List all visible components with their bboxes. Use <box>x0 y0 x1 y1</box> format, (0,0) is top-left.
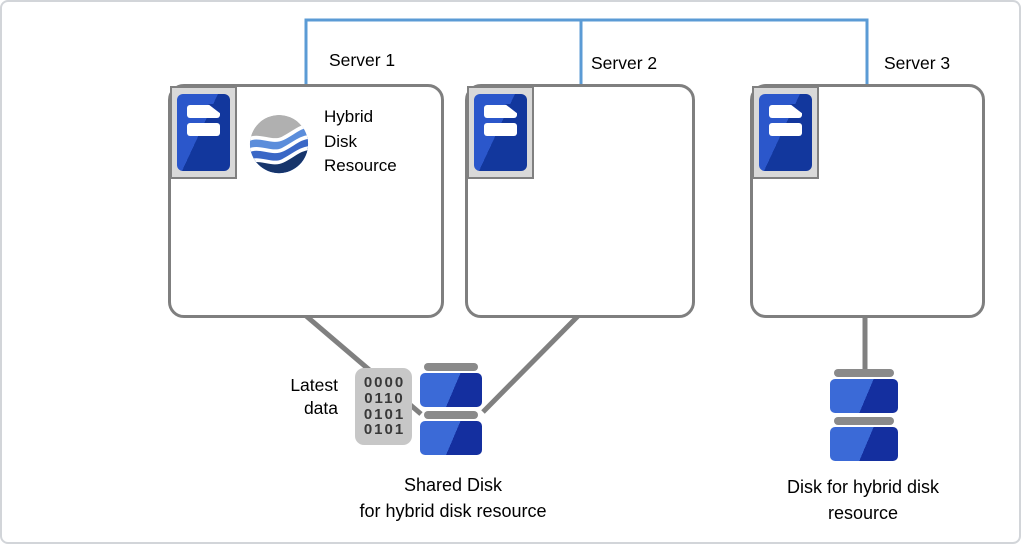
binary-row: 0101 <box>363 405 406 423</box>
server-tower-icon <box>474 94 527 171</box>
disk-body <box>420 373 482 407</box>
server2-label: Server 2 <box>591 53 658 73</box>
disk-body <box>830 427 898 461</box>
server1-box <box>168 84 444 318</box>
disk-cap <box>834 417 894 425</box>
server3-label: Server 3 <box>884 53 951 73</box>
server-tower-icon <box>759 94 812 171</box>
hybrid-disk-resource-icon <box>249 114 309 174</box>
server-icon <box>752 86 819 179</box>
disk-cap <box>424 411 478 419</box>
server-slot-icon <box>484 104 518 118</box>
server3-box <box>750 84 985 318</box>
hybrid-disk-resource-label: Hybrid Disk Resource <box>324 105 397 179</box>
cable-server2-shared-disk <box>481 313 581 414</box>
hybrid-disk-icon <box>830 369 898 461</box>
server-slot-icon <box>484 123 517 136</box>
shared-disk-caption-line: for hybrid disk resource <box>359 501 547 521</box>
hybrid-disk-caption-line: Disk for hybrid disk <box>786 477 940 497</box>
latest-data-label: Latest data <box>238 374 338 419</box>
server-icon <box>170 86 237 179</box>
latest-data-line: data <box>303 397 338 418</box>
binary-row: 0110 <box>364 389 405 407</box>
latest-data-line: Latest <box>290 375 338 395</box>
binary-row: 0000 <box>363 373 406 391</box>
shared-disk-caption: Shared Disk for hybrid disk resource <box>333 472 573 524</box>
server1-label: Server 1 <box>329 50 396 70</box>
hybrid-label-line: Resource <box>324 156 397 175</box>
disk-cap <box>834 369 894 377</box>
disk-body <box>420 421 482 455</box>
server-slot-icon <box>769 104 803 118</box>
server-slot-icon <box>187 123 220 136</box>
server2-box <box>465 84 695 318</box>
server-slot-icon <box>769 123 802 136</box>
server-tower-icon <box>177 94 230 171</box>
binary-row: 0101 <box>363 421 406 439</box>
binary-data-icon: 0000 0110 0101 0101 <box>355 368 412 445</box>
server-slot-icon <box>187 104 221 118</box>
hybrid-disk-caption: Disk for hybrid disk resource <box>743 474 983 526</box>
hybrid-disk-caption-line: resource <box>827 503 899 523</box>
disk-cap <box>424 363 478 371</box>
hybrid-label-line: Hybrid <box>324 107 374 126</box>
server-icon <box>467 86 534 179</box>
disk-body <box>830 379 898 413</box>
shared-disk-caption-line: Shared Disk <box>403 475 503 495</box>
shared-disk-icon <box>420 363 482 455</box>
hybrid-label-line: Disk <box>324 131 358 151</box>
